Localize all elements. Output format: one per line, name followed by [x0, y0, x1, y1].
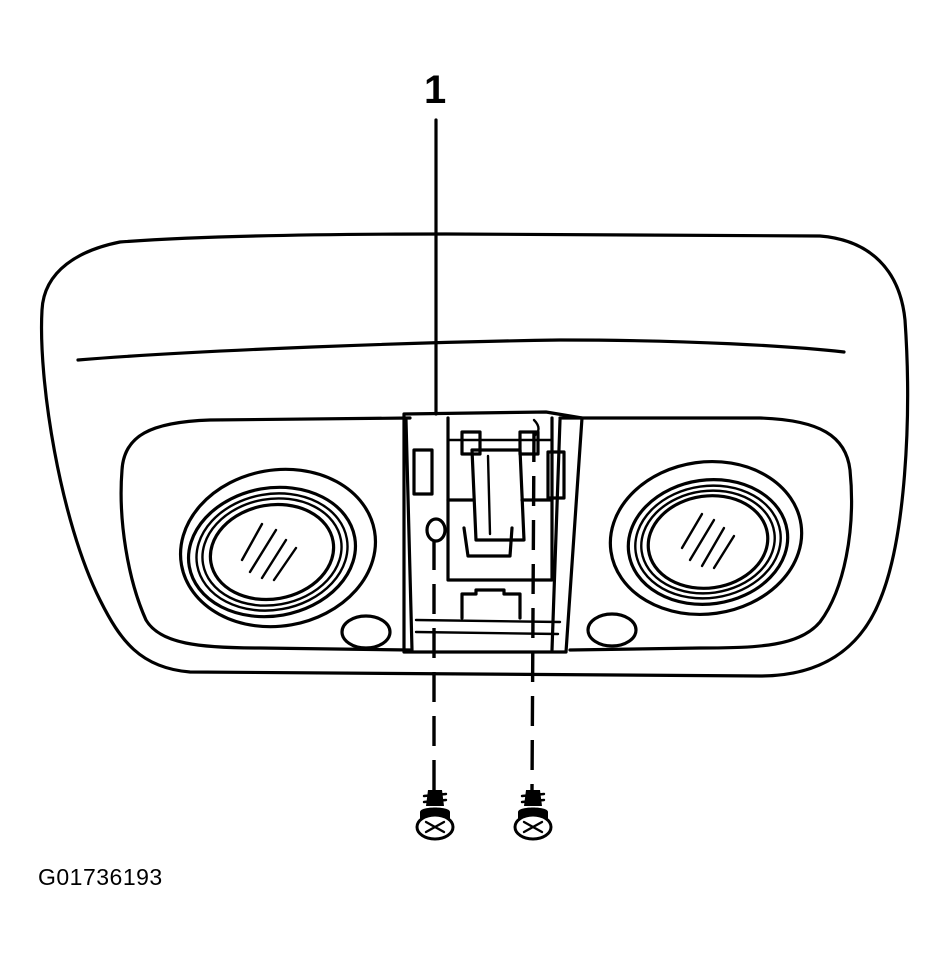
housing-contour: [76, 338, 846, 362]
left-reading-lamp: [178, 467, 392, 650]
figure-id: G01736193: [38, 864, 163, 890]
callout-label: 1: [424, 68, 447, 112]
screw-right: [513, 790, 553, 841]
right-reading-lamp: [586, 459, 804, 648]
center-module: [402, 410, 584, 654]
housing-outline: [39, 232, 910, 678]
right-lamp-panel: [558, 416, 854, 652]
left-lamp-panel: [119, 416, 412, 652]
screw-left: [415, 790, 455, 841]
screw-path-right: [530, 431, 536, 791]
